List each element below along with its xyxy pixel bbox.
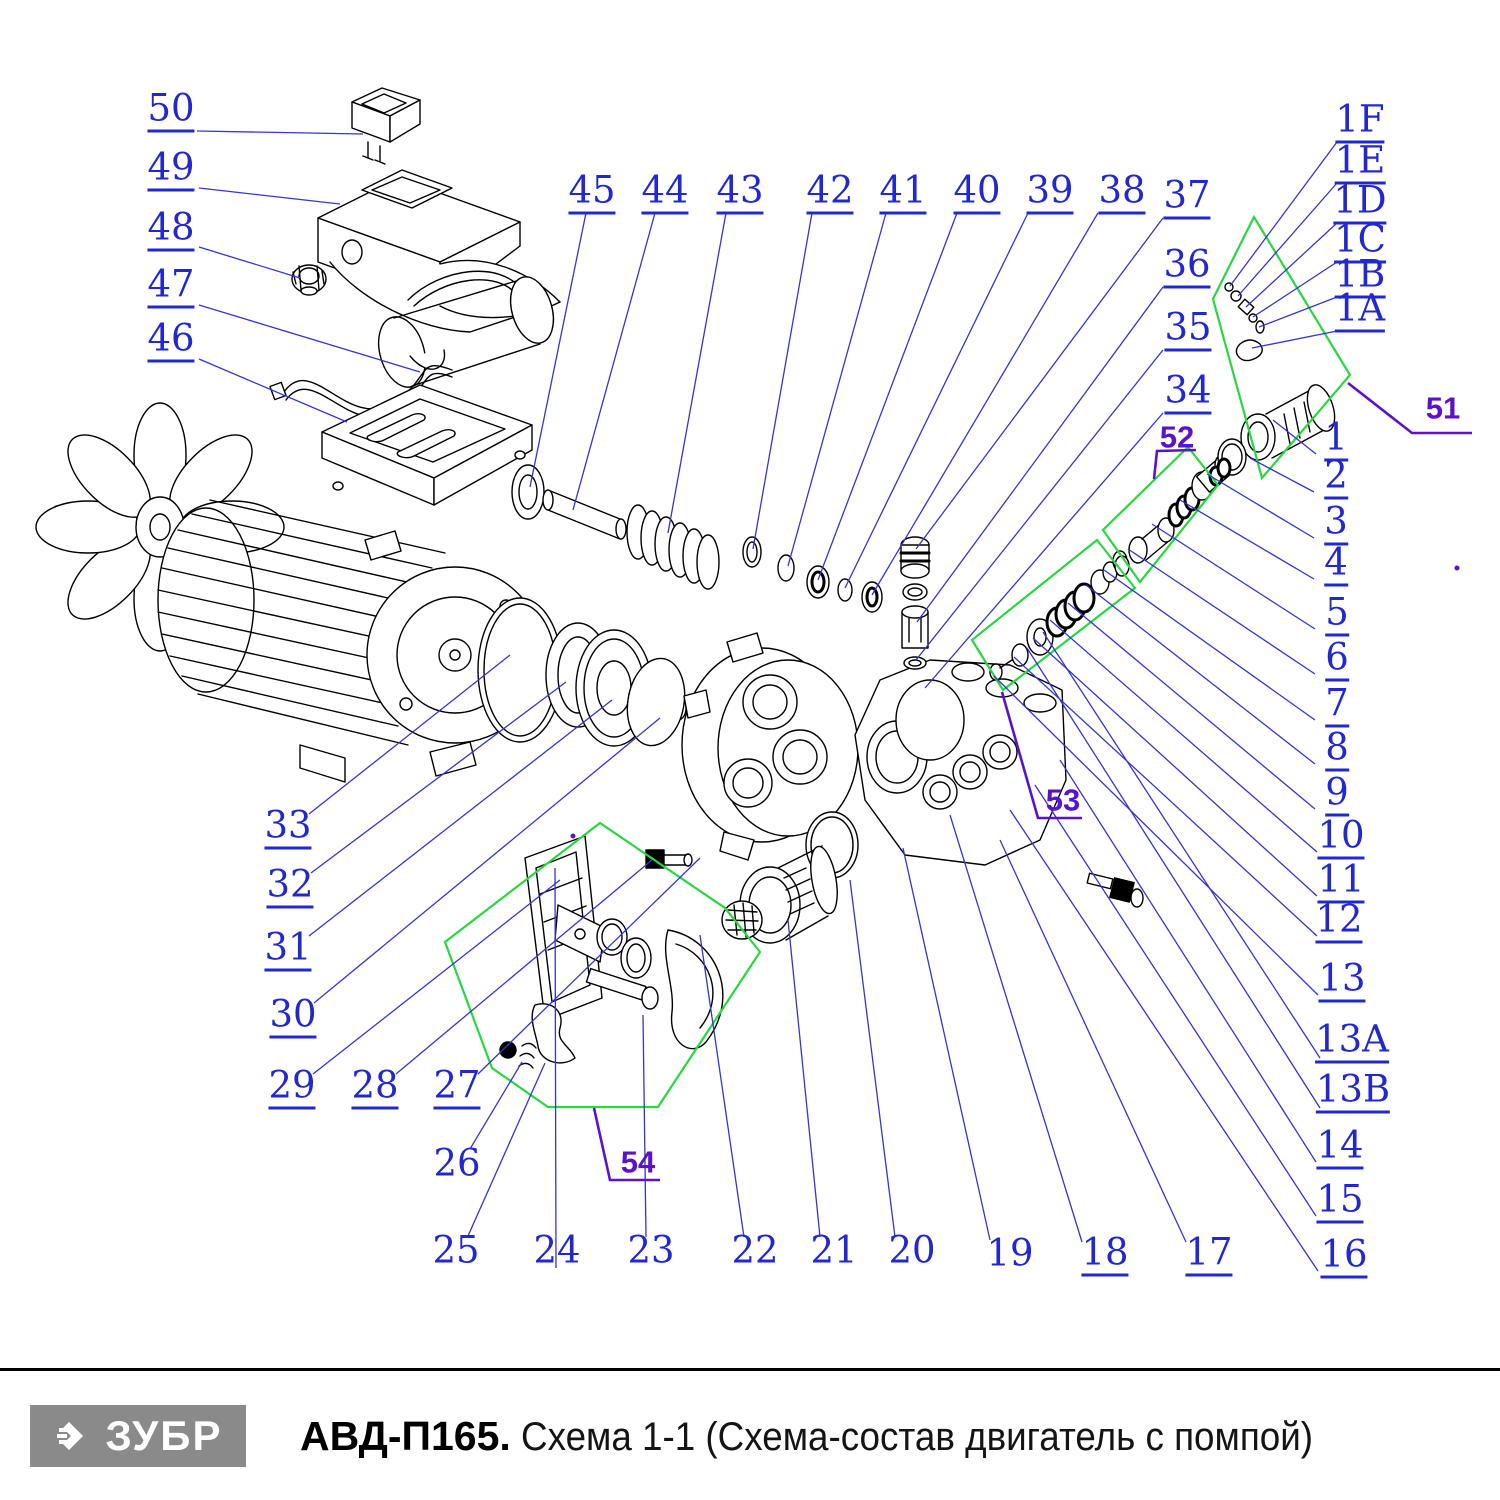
anchor-dot bbox=[1454, 565, 1460, 571]
leader-line-30 bbox=[313, 717, 661, 1004]
leader-line-13 bbox=[993, 675, 1319, 996]
leader-line-23 bbox=[642, 1014, 647, 1238]
leader-line-14 bbox=[1059, 759, 1317, 1163]
group-53-outline bbox=[970, 538, 1137, 692]
footer: ЗУБР АВД-П165. Схема 1-1 (Схема-состав д… bbox=[0, 1368, 1500, 1467]
leader-line-9 bbox=[1067, 602, 1316, 810]
leader-line-1 bbox=[1272, 419, 1317, 455]
leader-line-22 bbox=[699, 934, 745, 1238]
leader-line-54 bbox=[592, 1107, 660, 1182]
outlet-group-drawing bbox=[1208, 282, 1336, 487]
leader-line-6 bbox=[1127, 548, 1316, 675]
piston-group-drawing bbox=[989, 550, 1128, 681]
leader-line-3 bbox=[1206, 473, 1315, 539]
leader-line-7 bbox=[1103, 569, 1316, 721]
switch-drawing bbox=[351, 87, 421, 165]
leader-line-33 bbox=[308, 654, 511, 815]
leader-line-43 bbox=[667, 212, 727, 534]
shaft-parts-drawing bbox=[511, 464, 883, 613]
leader-line-16 bbox=[1009, 809, 1319, 1272]
zubr-logo-text: ЗУБР bbox=[105, 1412, 223, 1459]
leader-line-47 bbox=[198, 304, 421, 373]
leader-line-2 bbox=[1249, 457, 1315, 493]
leader-line-42 bbox=[752, 212, 813, 550]
leader-line-17 bbox=[999, 839, 1187, 1243]
leader-line-1E bbox=[1237, 182, 1338, 297]
group-51-outline bbox=[1211, 214, 1352, 481]
leader-line-21 bbox=[787, 919, 821, 1238]
zubr-logo: ЗУБР bbox=[30, 1405, 246, 1467]
leader-line-50 bbox=[196, 130, 364, 135]
leader-line-39 bbox=[844, 212, 1029, 589]
pump-cover-drawing bbox=[681, 632, 859, 861]
leader-line-8 bbox=[1085, 584, 1316, 765]
leader-line-1C bbox=[1252, 261, 1338, 318]
leader-line-51 bbox=[1347, 381, 1472, 435]
leader-line-37 bbox=[915, 217, 1164, 550]
leader-line-12 bbox=[1013, 656, 1318, 937]
leader-line-25 bbox=[467, 1062, 546, 1237]
leader-line-13A bbox=[1042, 631, 1321, 1059]
leader-line-11 bbox=[1032, 637, 1318, 897]
leader-line-35 bbox=[915, 349, 1164, 661]
leader-line-20 bbox=[849, 879, 896, 1238]
leader-line-49 bbox=[198, 187, 341, 205]
leader-line-45 bbox=[529, 212, 587, 488]
leader-line-1D bbox=[1245, 222, 1338, 308]
zubr-bison-icon bbox=[57, 1422, 84, 1450]
schema-subtitle: Схема 1-1 (Схема-состав двигатель с помп… bbox=[520, 1414, 1313, 1459]
group-52-outline bbox=[1101, 445, 1220, 584]
regulator-group-drawing bbox=[499, 835, 724, 1069]
leader-line-19 bbox=[902, 847, 991, 1241]
base-tray-drawing bbox=[321, 384, 533, 506]
leader-line-46 bbox=[198, 358, 348, 423]
leader-line-31 bbox=[308, 699, 613, 937]
schema-title: АВД-П165. Схема 1-1 (Схема-состав двигат… bbox=[300, 1413, 1382, 1460]
leader-line-53 bbox=[1000, 691, 1082, 820]
anchor-dot bbox=[570, 833, 576, 839]
leader-line-44 bbox=[572, 212, 656, 511]
leader-line-27 bbox=[477, 857, 701, 1075]
hose-connector-drawing bbox=[721, 845, 838, 944]
leader-line-48 bbox=[198, 246, 301, 279]
leader-line-24 bbox=[554, 867, 557, 1269]
leader-line-41 bbox=[787, 212, 887, 567]
leader-line-40 bbox=[817, 212, 958, 581]
leader-line-5 bbox=[1151, 523, 1316, 630]
leader-line-1A bbox=[1251, 330, 1338, 349]
cable-drawing bbox=[269, 365, 453, 418]
leader-line-32 bbox=[310, 681, 567, 874]
leader-line-10 bbox=[1049, 619, 1318, 853]
model-name: АВД-П165. bbox=[300, 1412, 511, 1459]
leader-line-29 bbox=[312, 879, 561, 1075]
leader-line-1B bbox=[1258, 296, 1338, 328]
leader-line-13B bbox=[1026, 647, 1321, 1109]
leader-line-52 bbox=[1152, 448, 1197, 480]
leader-line-15 bbox=[1034, 784, 1317, 1217]
leader-line-34 bbox=[924, 412, 1164, 689]
footer-divider bbox=[0, 1368, 1500, 1371]
leader-line-38 bbox=[871, 212, 1099, 596]
valve-stack-drawing bbox=[899, 536, 931, 670]
leader-line-1F bbox=[1229, 141, 1338, 287]
group-54-outline bbox=[443, 821, 762, 1109]
leader-line-4 bbox=[1179, 499, 1315, 580]
leader-line-28 bbox=[395, 859, 653, 1075]
leader-line-36 bbox=[916, 286, 1164, 623]
leader-line-18 bbox=[949, 814, 1083, 1243]
leader-line-26 bbox=[469, 1061, 523, 1150]
